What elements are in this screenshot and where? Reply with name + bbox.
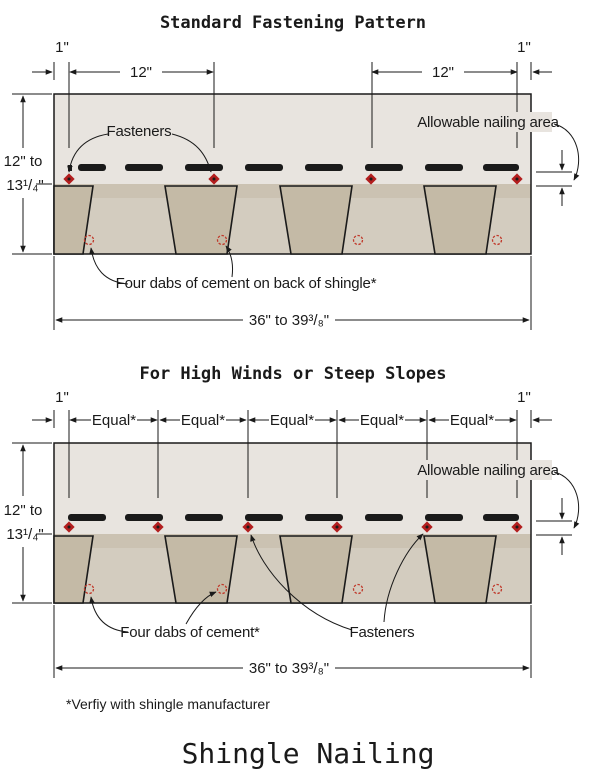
- standard-width-label: 36" to 39³/₈": [249, 312, 329, 329]
- standard-slot-1: [53, 185, 94, 255]
- high-wind-equal-label-4: Equal*: [360, 412, 404, 429]
- high-wind-exposure-line2: 13¹/₄": [6, 526, 43, 543]
- high-wind-equal-label-3: Equal*: [270, 412, 314, 429]
- high-wind-slot-1: [53, 535, 94, 604]
- standard-dim-1-right: 1": [517, 39, 531, 56]
- high-wind-slot-4: [423, 535, 497, 604]
- standard-nailing-area-label: Allowable nailing area: [417, 114, 559, 131]
- standard-width-label-bg: [243, 308, 335, 330]
- standard-cement-dab-4: [491, 234, 503, 246]
- standard-title: Standard Fastening Pattern: [160, 13, 426, 33]
- high-wind-title: For High Winds or Steep Slopes: [139, 364, 446, 384]
- high-wind-equal-dims: [69, 409, 517, 431]
- high-wind-fasteners-label: Fasteners: [350, 624, 415, 641]
- standard-dim-12-left: 12": [130, 64, 152, 81]
- standard-cement-label: Four dabs of cement on back of shingle*: [116, 275, 377, 292]
- standard-exposure-line1: 12" to: [4, 153, 43, 170]
- high-wind-cement-label: Four dabs of cement*: [120, 624, 260, 641]
- high-wind-dim-1-left: 1": [55, 389, 69, 406]
- high-wind-cement-leader-left: [89, 596, 129, 633]
- standard-slot-3: [279, 185, 353, 255]
- footnote: *Verfiy with shingle manufacturer: [66, 696, 270, 712]
- standard-slot-4: [423, 185, 497, 255]
- standard-exposure-line2: 13¹/₄": [6, 177, 43, 194]
- high-wind-nailing-area-label-bg: [422, 460, 552, 480]
- high-wind-cement-dab-1: [83, 583, 95, 595]
- high-wind-cement-dab-3: [352, 583, 364, 595]
- high-wind-equal-label-2: Equal*: [181, 412, 225, 429]
- standard-fasteners-leader-right: [171, 133, 213, 173]
- high-wind-slot-2: [164, 535, 238, 604]
- high-wind-equal-label-5: Equal*: [450, 412, 494, 429]
- standard-cement-dab-1: [83, 234, 95, 246]
- high-wind-width-label: 36" to 39³/₈": [249, 660, 329, 677]
- high-wind-width-label-bg: [243, 656, 335, 678]
- standard-dim-12-right: 12": [432, 64, 454, 81]
- high-wind-fasteners-leader-left: [250, 534, 353, 631]
- standard-fasteners-leader-left: [67, 133, 109, 173]
- standard-cement-dab-3: [352, 234, 364, 246]
- high-wind-cement-dab-4: [491, 583, 503, 595]
- standard-cement-dab-2: [216, 234, 228, 246]
- high-wind-dim-1-right: 1": [517, 389, 531, 406]
- standard-cement-leader-right: [225, 245, 233, 278]
- standard-slot-2: [164, 185, 238, 255]
- high-wind-fasteners-leader-right: [383, 533, 424, 623]
- standard-sealant-strips: [68, 164, 519, 171]
- standard-slots: [53, 185, 497, 255]
- standard-fasteners-label: Fasteners: [107, 123, 172, 140]
- high-wind-cement-dab-2: [216, 583, 228, 595]
- standard-cement-leader-left: [89, 247, 129, 285]
- standard-fasteners-label-bg: [104, 121, 176, 141]
- high-wind-slots: [53, 535, 497, 604]
- high-wind-cement-dabs: [83, 583, 503, 595]
- high-wind-slot-3: [279, 535, 353, 604]
- caption: Shingle Nailing: [182, 737, 435, 770]
- high-wind-sealant-strips: [68, 514, 519, 521]
- standard-cement-dabs: [83, 234, 503, 246]
- high-wind-ext-lines: [68, 410, 518, 498]
- high-wind-equal-label-1: Equal*: [92, 412, 136, 429]
- standard-dim-12-right-bg: [422, 60, 464, 82]
- standard-dim-1-left: 1": [55, 39, 69, 56]
- high-wind-nailing-area-leader: [553, 471, 580, 529]
- high-wind-nailing-area-label: Allowable nailing area: [417, 462, 559, 479]
- standard-nailing-area-label-bg: [422, 112, 552, 132]
- high-wind-cement-leader-right: [185, 591, 217, 625]
- standard-dim-12-left-bg: [120, 60, 162, 82]
- high-wind-exposure-line1: 12" to: [4, 502, 43, 519]
- standard-nailing-area-leader: [553, 123, 580, 181]
